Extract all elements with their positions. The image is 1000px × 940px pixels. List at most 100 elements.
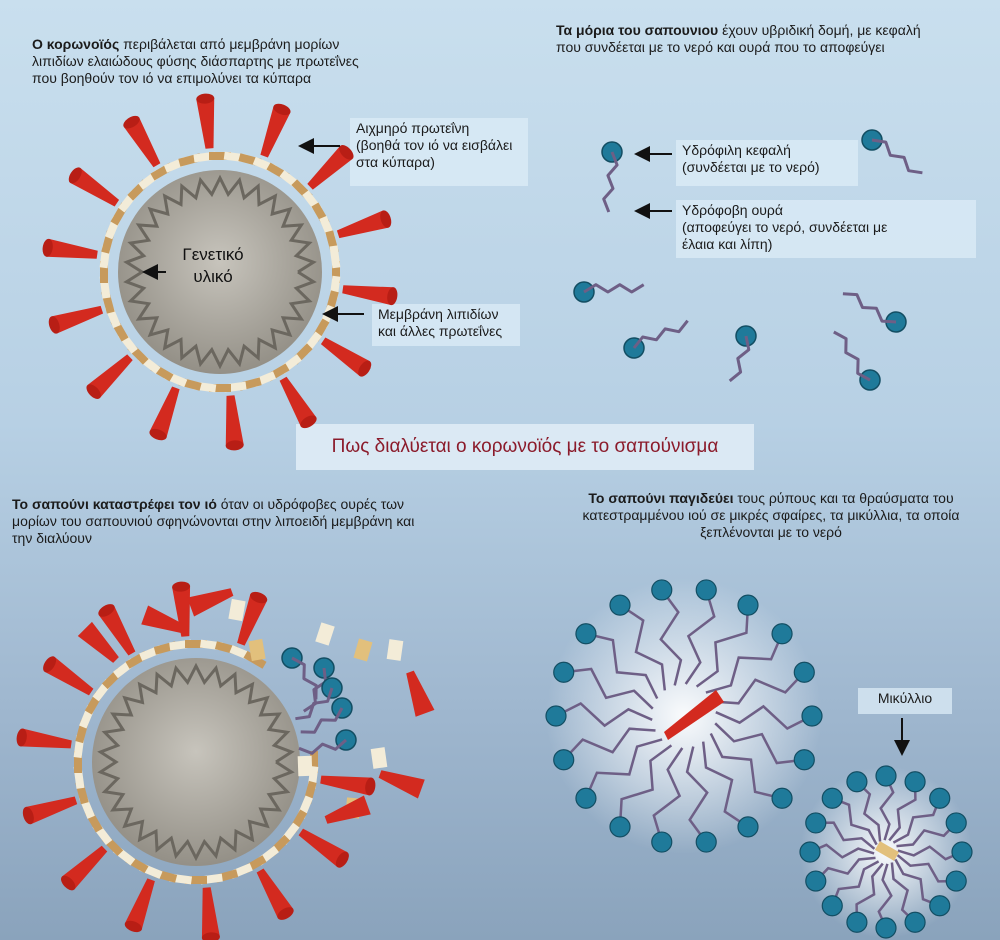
micelle-head [821,787,843,809]
top-right-caption-rest: έχουν υβριδική δομή, με κεφαλή [718,22,921,38]
micelle-head [553,661,575,683]
tail-label-line2: (αποφεύγει το νερό, συνδέεται με [682,219,888,235]
spike-tip [98,604,115,617]
soap-tail [842,292,897,324]
soap-tail [602,151,619,213]
bottom-right-caption-line3: ξεπλένονται με το νερό [700,524,842,540]
intact-virus-illustration [42,93,398,451]
lipid [310,751,318,773]
micelle-head [801,705,823,727]
micelle-head [651,831,673,853]
micelle-head [575,787,597,809]
top-left-caption-rest: περιβάλεται από μεμβράνη μορίων [119,36,340,52]
lipid [100,261,108,283]
micelle-tail [684,589,716,685]
micelle-head [545,705,567,727]
micelle-head [793,749,815,771]
genetic-material-label: Γενετικό υλικό [168,244,258,288]
virus-core [118,170,322,374]
spike-protein [51,305,104,334]
micelle-tail [814,856,876,882]
micelle-tail [555,701,653,728]
soap-tail [728,335,751,383]
micelle-tail [695,605,750,688]
spike-tip [335,851,349,868]
head-label-line1: Υδρόφιλη κεφαλή [682,142,791,158]
micelle-head [805,870,827,892]
spike-tip [61,875,76,891]
spike-protein [172,585,191,637]
membrane-fragment [248,638,266,662]
micelle-tail [896,854,957,883]
soap-tail [291,656,318,700]
micelle-head [846,911,868,933]
spike-tip [124,920,142,933]
soap-tail [871,138,923,175]
spike-label-line2: (βοηθά τον ιό να εισβάλει [356,137,513,153]
membrane-fragment [353,638,373,662]
micelle-tail [563,667,654,710]
micelle-tail [652,747,684,843]
spike-tip [225,440,244,451]
top-left-caption-line2: λιπιδίων ελαιώδους φύσης διάσπαρτης με π… [32,53,359,69]
soap-tail [300,707,344,734]
trapped-spike [664,690,724,740]
micelle-head [771,787,793,809]
spike-protein [20,728,72,749]
bottom-right-caption-line2: κατεστραμμένου ιού σε μικρές σφαίρες, τα… [582,507,960,523]
genetic-label-line1: Γενετικό [182,245,244,264]
lipid [329,245,341,269]
micelle-head [651,579,673,601]
membrane-label: Μεμβράνη λιπιδίων και άλλες πρωτεΐνες [372,304,520,346]
soap-tail [295,687,334,721]
bottom-left-caption-line2: μορίων του σαπουνιού σφηνώνονται στην λι… [12,513,415,529]
micelle-with-spike-illustration [545,578,823,854]
spike-tip [68,167,82,184]
micelle-head [945,870,967,892]
top-right-caption-bold: Τα μόρια του σαπουνιου [556,22,719,38]
bottom-right-caption-bold: Το σαπούνι παγιδεύει [588,490,734,506]
lipid-membrane [73,639,319,885]
micelle-tail [856,780,882,842]
virus-core [92,658,300,866]
micelle-tail [896,822,958,848]
spike-tip [42,238,53,257]
spike-protein [46,238,98,259]
micelle-tail [877,863,893,929]
spike-protein [196,97,215,149]
soap-molecules-illustration [573,129,923,391]
micelle-tail [709,732,783,800]
spike-tip [277,907,294,920]
spike-protein [320,775,372,796]
spike-tip [86,384,101,400]
membrane-label-line2: και άλλες πρωτεΐνες [378,323,503,339]
spike-protein [44,656,94,696]
micelle-tail [659,589,683,686]
micelle-tail [705,633,784,694]
genetic-label-line2: υλικό [193,267,233,286]
membrane-fragment [228,598,246,622]
detached-spike [406,670,435,717]
spike-tip [196,93,215,104]
spike-protein [342,285,394,306]
spike-tip [172,581,191,592]
micelle-head [805,812,827,834]
micelle-head [553,749,575,771]
soap-tail [632,319,689,349]
micelle-tail [890,862,916,924]
bottom-right-caption-rest: τους ρύπους και τα θραύσματα του [733,490,954,506]
detached-spike [187,588,234,617]
spike-label-line1: Αιχμηρό πρωτεΐνη [356,120,470,136]
rna-strand [97,662,295,862]
micelle-tail [715,704,813,731]
spike-protein [307,145,353,190]
tail-label-line1: Υδρόφοβη ουρά [682,202,783,218]
spike-protein [225,395,244,447]
micelle-head [799,841,821,863]
spike-protein [256,868,294,919]
spike-protein [298,828,348,868]
micelle-tail [815,821,876,850]
micelle-head [609,594,631,616]
spike-protein [87,354,133,399]
micelle-tail [714,722,805,765]
